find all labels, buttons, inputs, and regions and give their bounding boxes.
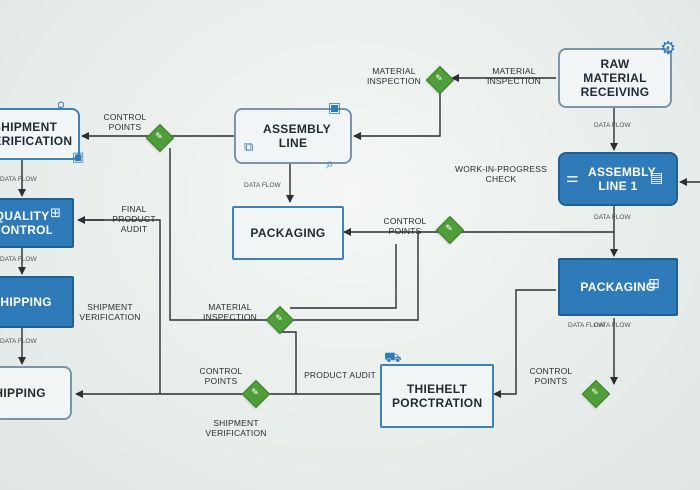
checkpoint-icon: ✎ (275, 314, 283, 324)
packaging-right-box[interactable]: PACKAGING (558, 258, 678, 316)
shipment-verification-label-left: SHIPMENT VERIFICATION (79, 302, 141, 322)
shipping-bottom-box[interactable]: SHIPPING (0, 366, 72, 420)
checkpoint-control-points-right[interactable]: ✎ (581, 379, 611, 409)
packaging-right-label: PACKAGING (580, 280, 656, 294)
work-in-progress-label: WORK-IN-PROGRESS CHECK (455, 164, 547, 184)
data-flow-label: DATA FLOW (594, 122, 631, 129)
shipping-mid-label: SHIPPING (0, 295, 52, 309)
checkpoint-icon: ✎ (155, 132, 163, 142)
checkpoint-icon: ✎ (591, 388, 599, 398)
search-icon: ⌕ (326, 156, 334, 172)
data-flow-label: DATA FLOW (244, 182, 281, 189)
raw-material-label: RAW MATERIAL RECEIVING (580, 57, 650, 99)
assembly-line-1-box[interactable]: ASSEMBLY LINE 1 (558, 152, 678, 206)
shipping-mid-box[interactable]: SHIPPING (0, 276, 74, 328)
shipment-verification-box-label: SHIPMENT VERIFICATION (0, 120, 73, 148)
data-flow-label: DATA FLOW (594, 322, 631, 329)
data-flow-label: DATA FLOW (0, 256, 37, 263)
assembly-line-1-label: ASSEMBLY LINE 1 (588, 165, 656, 193)
data-flow-label: DATA FLOW (0, 338, 37, 345)
checkpoint-control-points-center[interactable]: ✎ (435, 215, 465, 245)
data-flow-label: DATA FLOW (0, 176, 37, 183)
forklift-icon: ⛟ (384, 350, 402, 366)
conveyor-icon: ⚌ (566, 170, 579, 186)
checkpoint-icon: ✎ (445, 224, 453, 234)
thiehelt-label: THIEHELT PORCTRATION (392, 382, 483, 410)
assembly-line-label: ASSEMBLY LINE (263, 122, 331, 150)
control-points-label-center: CONTROL POINTS (383, 216, 427, 236)
quality-control-label: QUALITY CONTROL (0, 209, 52, 237)
checkpoint-icon: ✎ (435, 74, 443, 84)
packaging-center-box[interactable]: PACKAGING (232, 206, 344, 260)
material-inspection-label-top-right: MATERIAL INSPECTION (487, 66, 541, 86)
assembly-line-box[interactable]: ASSEMBLY LINE (234, 108, 352, 164)
checkpoint-material-inspection-top[interactable]: ✎ (425, 65, 455, 95)
boxes-icon: ⊞ (648, 276, 660, 292)
control-points-label-right: CONTROL POINTS (529, 366, 573, 386)
shipment-verification-label-bottom: SHIPMENT VERIFICATION (205, 418, 267, 438)
checkpoint-material-inspection-mid[interactable]: ✎ (265, 305, 295, 335)
clipboard-icon: ▣ (328, 100, 342, 116)
data-flow-label: DATA FLOW (594, 214, 631, 221)
clipboard-icon: ▣ (72, 150, 85, 165)
checkpoint-control-points-top-left[interactable]: ✎ (145, 123, 175, 153)
raw-material-receiving-box[interactable]: RAW MATERIAL RECEIVING (558, 48, 672, 108)
copy-icon: ⧉ (244, 140, 254, 155)
packaging-center-label: PACKAGING (250, 226, 326, 240)
control-points-label-top-left: CONTROL POINTS (103, 112, 147, 132)
checkpoint-control-points-bottom[interactable]: ✎ (241, 379, 271, 409)
gear-icon: ⚙ (660, 38, 677, 59)
checkpoint-icon: ✎ (251, 388, 259, 398)
hierarchy-icon: ⊞ (50, 206, 61, 221)
material-inspection-label-top: MATERIAL INSPECTION (367, 66, 421, 86)
material-inspection-label-mid: MATERIAL INSPECTION (203, 302, 257, 322)
shipment-verification-box[interactable]: SHIPMENT VERIFICATION (0, 108, 80, 160)
final-product-audit-label: FINAL PRODUCT AUDIT (112, 204, 156, 234)
product-audit-label: PRODUCT AUDIT (304, 370, 376, 380)
machine-icon: ▤ (650, 170, 664, 186)
search-icon: ⌕ (56, 94, 67, 115)
data-flow-label: DATA FLOW (568, 322, 605, 329)
quality-control-box[interactable]: QUALITY CONTROL (0, 198, 74, 248)
thiehelt-box[interactable]: THIEHELT PORCTRATION (380, 364, 494, 428)
control-points-label-bottom: CONTROL POINTS (199, 366, 243, 386)
shipping-bottom-label: SHIPPING (0, 386, 46, 400)
